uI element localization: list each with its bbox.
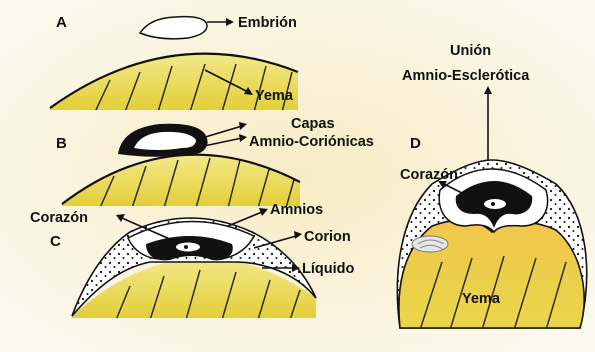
label-yema-d: Yema [462,291,501,307]
panel-letter-d: D [410,135,421,152]
label-capas-2: Amnio-Coriónicas [249,134,374,150]
panel-letter-a: A [56,14,67,31]
label-liquido: Líquido [302,261,354,277]
label-embrion: Embrión [238,15,297,31]
embryo-heart-dot-d [491,202,495,206]
panel-letter-b: B [56,135,67,152]
label-yema-a: Yema [255,88,294,104]
label-amnios: Amnios [270,202,323,218]
label-union-2: Amnio-Esclerótica [402,68,530,84]
panel-letter-c: C [50,233,61,250]
label-corazon-d: Corazón [400,167,458,183]
label-capas-1: Capas [291,116,335,132]
label-corazon-c: Corazón [30,210,88,226]
label-union-1: Unión [450,43,491,59]
embryo-heart-dot-c [184,245,188,249]
label-corion: Corion [304,229,351,245]
